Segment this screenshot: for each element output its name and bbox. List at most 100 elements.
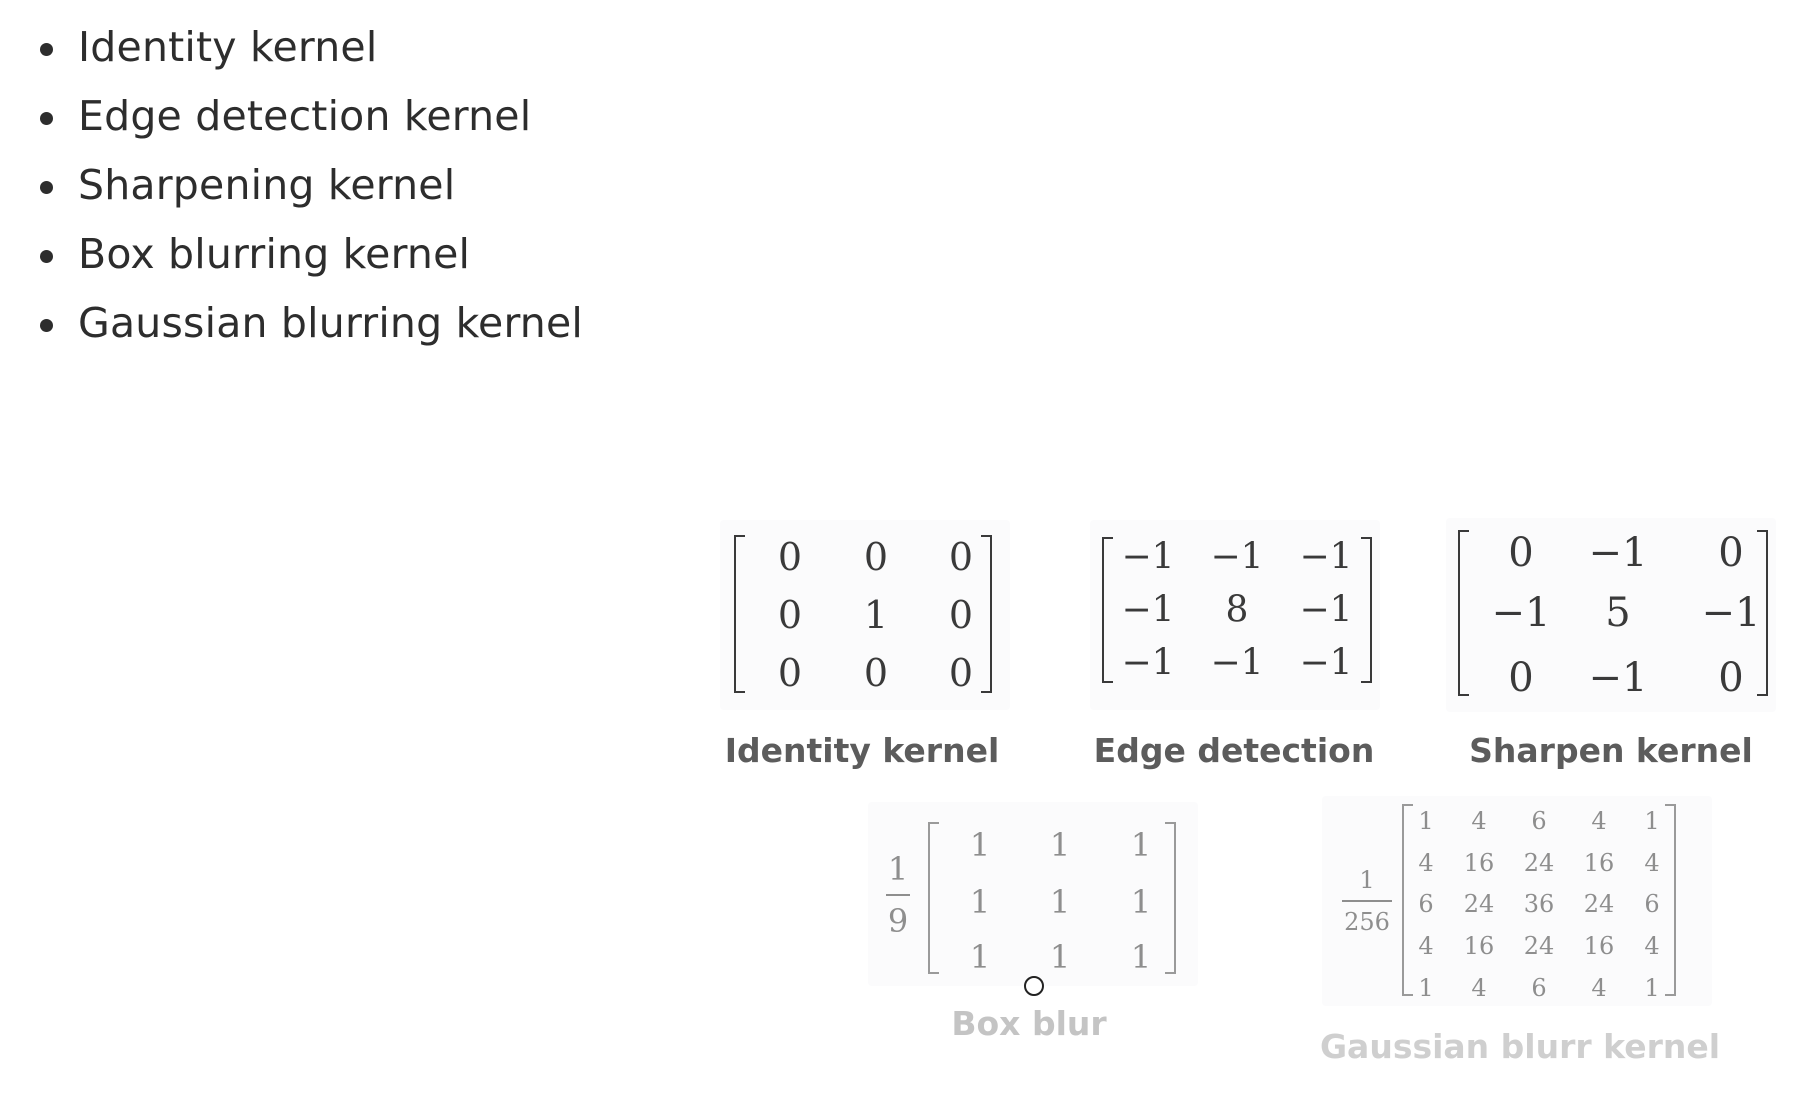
matrix-cell: −1: [1210, 642, 1264, 684]
box-blur-scale: 1 9: [886, 850, 910, 940]
matrix-cell: 1: [1644, 807, 1660, 835]
matrix-cell: 0: [948, 651, 974, 695]
matrix-cell: −1: [1588, 655, 1648, 701]
box-blur-denominator: 9: [887, 902, 909, 940]
matrix-cell: 4: [1471, 974, 1487, 1002]
matrix-cell: 4: [1591, 807, 1607, 835]
matrix-cell: 4: [1471, 807, 1487, 835]
gaussian-numerator: 1: [1359, 866, 1375, 894]
matrix-cell: 0: [948, 593, 974, 637]
fraction-bar: [886, 894, 910, 896]
box-blur-card: [868, 802, 1198, 986]
edge-detection-matrix: −1 −1 −1 −1 8 −1 −1 −1 −1: [1102, 536, 1372, 684]
matrix-cell: 0: [1718, 655, 1744, 701]
matrix-cell: −1: [1121, 642, 1175, 684]
matrix-cell: 4: [1644, 849, 1660, 877]
matrix-cell: 16: [1463, 849, 1495, 877]
gaussian-denominator: 256: [1344, 908, 1390, 936]
bullet-icon: [40, 319, 53, 332]
identity-kernel-caption: Identity kernel: [724, 731, 1000, 770]
matrix-cell: 1: [969, 883, 991, 921]
list-item: Edge detection kernel: [36, 83, 583, 152]
matrix-cell: 16: [1583, 932, 1615, 960]
matrix-cell: 16: [1463, 932, 1495, 960]
matrix-cell: 0: [948, 535, 974, 579]
list-item-label: Identity kernel: [78, 23, 378, 71]
matrix-cell: −1: [1701, 590, 1761, 636]
list-item-label: Box blurring kernel: [78, 230, 471, 278]
matrix-cell: 0: [777, 535, 803, 579]
sharpen-kernel-matrix: 0 −1 0 −1 5 −1 0 −1 0: [1458, 530, 1768, 701]
matrix-cell: 1: [969, 938, 991, 976]
fraction-bar: [1342, 900, 1392, 902]
sharpen-kernel-figure: [1446, 518, 1776, 712]
matrix-cell: 6: [1531, 807, 1547, 835]
matrix-cell: 4: [1418, 849, 1434, 877]
matrix-cell: 1: [1049, 826, 1071, 864]
matrix-cell: 1: [1130, 883, 1152, 921]
matrix-cell: 1: [1130, 938, 1152, 976]
matrix-cell: −1: [1121, 589, 1175, 631]
matrix-cell: 0: [1508, 530, 1534, 576]
mouse-cursor-icon: [1024, 976, 1044, 996]
list-item-label: Gaussian blurring kernel: [78, 299, 584, 347]
matrix-cell: 0: [777, 651, 803, 695]
list-item: Sharpening kernel: [36, 152, 583, 221]
matrix-cell: 24: [1523, 849, 1555, 877]
matrix-cell: 1: [1418, 974, 1434, 1002]
matrix-cell: 24: [1523, 932, 1555, 960]
matrix-cell: 8: [1225, 589, 1249, 631]
box-blur-numerator: 1: [887, 850, 909, 888]
matrix-cell: −1: [1121, 536, 1175, 578]
matrix-cell: 1: [1418, 807, 1434, 835]
matrix-cell: 36: [1523, 890, 1555, 918]
bullet-icon: [40, 112, 53, 125]
matrix-cell: −1: [1299, 536, 1353, 578]
matrix-cell: −1: [1299, 642, 1353, 684]
matrix-cell: 16: [1583, 849, 1615, 877]
edge-detection-figure: [1090, 520, 1380, 710]
matrix-cell: 1: [1049, 938, 1071, 976]
matrix-cell: 6: [1644, 890, 1660, 918]
matrix-cell: −1: [1210, 536, 1264, 578]
bullet-icon: [40, 43, 53, 56]
matrix-cell: 4: [1644, 932, 1660, 960]
matrix-cell: −1: [1588, 530, 1648, 576]
box-blur-caption: Box blur: [951, 1004, 1107, 1043]
matrix-cell: 1: [1644, 974, 1660, 1002]
matrix-cell: 6: [1418, 890, 1434, 918]
matrix-cell: 4: [1418, 932, 1434, 960]
box-blur-matrix: 1 1 1 1 1 1 1 1 1: [928, 822, 1176, 976]
matrix-cell: 0: [777, 593, 803, 637]
matrix-cell: 4: [1591, 974, 1607, 1002]
matrix-cell: 24: [1463, 890, 1495, 918]
list-item: Identity kernel: [36, 14, 583, 83]
matrix-cell: 1: [1049, 883, 1071, 921]
matrix-cell: −1: [1299, 589, 1353, 631]
matrix-cell: 0: [863, 651, 889, 695]
matrix-cell: 5: [1605, 590, 1631, 636]
matrix-cell: 0: [1718, 530, 1744, 576]
sharpen-kernel-caption: Sharpen kernel: [1469, 731, 1753, 770]
matrix-cell: 6: [1531, 974, 1547, 1002]
edge-detection-caption: Edge detection: [1093, 731, 1375, 770]
matrix-cell: 1: [863, 593, 889, 637]
bullet-icon: [40, 181, 53, 194]
identity-kernel-figure: [720, 520, 1010, 710]
list-item: Gaussian blurring kernel: [36, 290, 583, 359]
list-item-label: Edge detection kernel: [78, 92, 532, 140]
gaussian-scale: 1 256: [1342, 866, 1392, 936]
list-item-label: Sharpening kernel: [78, 161, 456, 209]
identity-kernel-matrix: 0 0 0 0 1 0 0 0 0: [734, 535, 992, 695]
matrix-cell: 0: [863, 535, 889, 579]
bullet-icon: [40, 250, 53, 263]
matrix-cell: −1: [1491, 590, 1551, 636]
kernel-bullet-list: Identity kernel Edge detection kernel Sh…: [36, 14, 583, 359]
gaussian-kernel-caption: Gaussian blurr kernel: [1319, 1027, 1721, 1066]
matrix-cell: 1: [1130, 826, 1152, 864]
gaussian-kernel-matrix: 1 4 6 4 1 4 16 24 16 4 6 24 36 24 6 4 16 24 16 4 1 4 6 4 1: [1402, 804, 1676, 1002]
matrix-cell: 24: [1583, 890, 1615, 918]
matrix-cell: 1: [969, 826, 991, 864]
matrix-cell: 0: [1508, 655, 1534, 701]
list-item: Box blurring kernel: [36, 221, 583, 290]
